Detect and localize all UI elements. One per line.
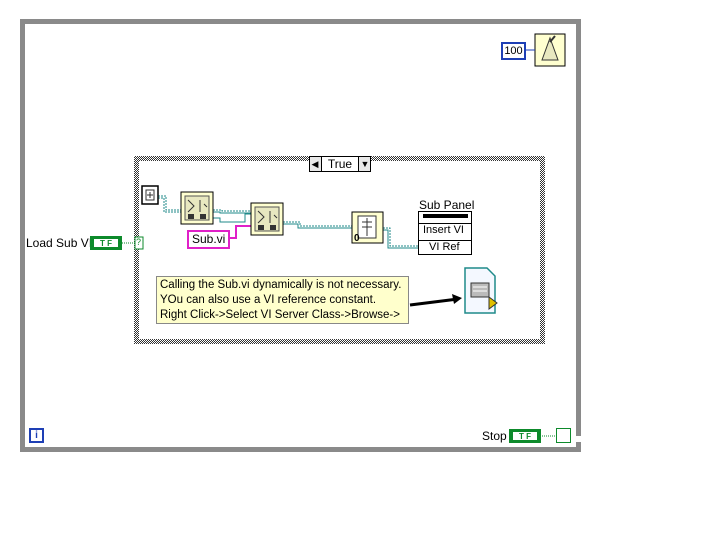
wire-open-out bbox=[213, 213, 251, 223]
wire-open-ref-1b bbox=[158, 197, 181, 213]
while-loop[interactable] bbox=[20, 19, 581, 452]
case-selector-terminal-label: ? bbox=[136, 237, 142, 247]
iteration-terminal: i bbox=[29, 428, 44, 443]
wire-open-to-call-b bbox=[213, 211, 251, 214]
stop-terminal[interactable]: T F bbox=[509, 429, 541, 443]
subpanel-title: Sub Panel bbox=[419, 198, 475, 212]
case-selector-value: True bbox=[321, 157, 359, 171]
stop-label: Stop bbox=[482, 429, 507, 443]
comment-line-1: Calling the Sub.vi dynamically is not ne… bbox=[160, 279, 402, 291]
call-by-ref-subvi bbox=[250, 202, 284, 236]
selector-right-arrow[interactable]: ▼ bbox=[360, 159, 370, 169]
comment-line-2: YOu can also use a VI reference constant… bbox=[160, 294, 377, 306]
loop-condition-terminal[interactable] bbox=[556, 428, 571, 443]
sub-vi-path-constant[interactable]: Sub.vi bbox=[187, 230, 230, 249]
comment-note: Calling the Sub.vi dynamically is not ne… bbox=[156, 276, 409, 324]
zero-constant: 0 bbox=[354, 233, 360, 244]
open-vi-ref-subvi bbox=[180, 191, 214, 225]
stop-tf: T F bbox=[513, 432, 537, 441]
wire-prop-to-subpanel-b bbox=[383, 229, 420, 249]
load-sub-vi-terminal[interactable]: T F bbox=[90, 236, 122, 250]
subpanel-method: Insert VI bbox=[419, 223, 471, 237]
subpanel-header bbox=[419, 212, 471, 222]
case-selector-terminal bbox=[134, 236, 144, 250]
subpanel-node[interactable]: Insert VI VI Ref bbox=[418, 211, 472, 255]
case-selector[interactable]: ◀ True ▼ bbox=[309, 156, 371, 172]
wait-ms-node bbox=[534, 33, 566, 67]
wire-prop-to-subpanel bbox=[383, 227, 420, 247]
comment-arrow-head bbox=[452, 294, 462, 304]
wait-constant[interactable]: 100 bbox=[501, 42, 526, 60]
wire-call-to-prop-b bbox=[283, 223, 352, 229]
wire-open-ref-1 bbox=[158, 195, 181, 211]
vi-reference-constant bbox=[464, 267, 498, 314]
open-vi-ref-node bbox=[141, 185, 159, 205]
comment-arrow-line bbox=[409, 297, 459, 307]
load-sub-vi-label: Load Sub VI bbox=[26, 236, 93, 250]
property-node bbox=[351, 211, 384, 244]
load-sub-vi-tf: T F bbox=[94, 239, 118, 248]
wire-string bbox=[230, 225, 251, 239]
selector-left-arrow[interactable]: ◀ bbox=[311, 159, 319, 169]
wire-call-to-prop bbox=[283, 221, 352, 227]
subpanel-property: VI Ref bbox=[419, 240, 471, 254]
wire-open-to-call bbox=[213, 209, 251, 212]
while-loop-corner bbox=[574, 436, 581, 442]
comment-line-3: Right Click->Select VI Server Class->Bro… bbox=[160, 309, 400, 321]
